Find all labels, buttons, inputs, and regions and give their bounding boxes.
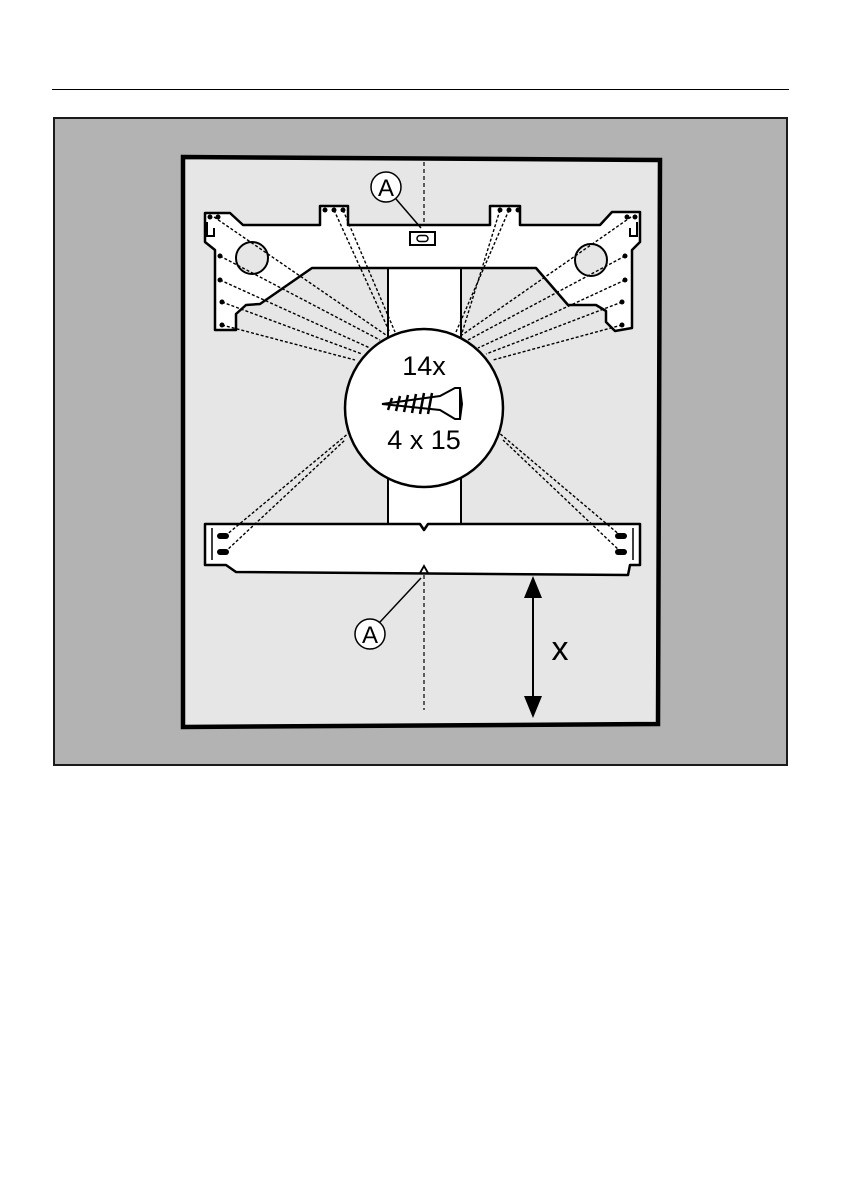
dimension-label: x bbox=[552, 630, 569, 668]
callout-a-top-label: A bbox=[378, 175, 394, 202]
right-cutout bbox=[575, 244, 607, 276]
screw-size: 4 x 15 bbox=[387, 425, 461, 455]
alignment-slot bbox=[410, 232, 435, 245]
callout-a-bottom-label: A bbox=[362, 622, 378, 649]
screw-quantity: 14x bbox=[402, 351, 446, 381]
left-cutout bbox=[236, 242, 268, 274]
